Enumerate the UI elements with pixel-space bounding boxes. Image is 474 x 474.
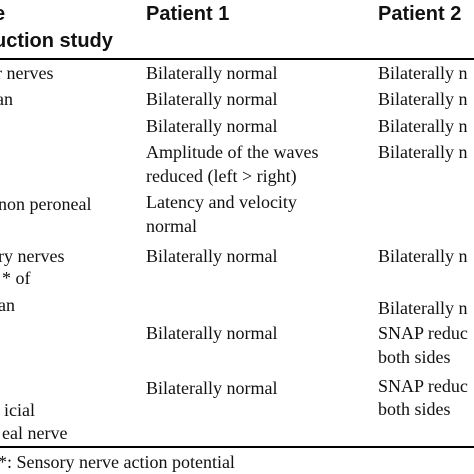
row-label-line2: eal nerve [2,423,68,443]
row-label-line1: ry nerves [0,246,65,266]
patient2-value-line2: both sides [378,399,451,419]
patient2-value: Bilaterally n [378,246,468,266]
row-label: non peroneal [0,194,92,214]
patient1-value-line2: reduced (left > right) [146,166,297,186]
row-label-line2: * of [2,268,31,288]
patient2-value: Bilaterally n [378,298,468,318]
patient2-value-line2: both sides [378,347,451,367]
patient2-value: Bilaterally n [378,63,468,83]
patient1-value: Bilaterally normal [146,89,278,109]
patient2-value: Bilaterally n [378,142,468,162]
column-header-patient1: Patient 1 [146,3,230,25]
row-label: an [0,295,15,315]
patient2-value: Bilaterally n [378,89,468,109]
patient1-value-line1: Amplitude of the waves [146,142,319,162]
row-label-line1: icial [4,400,35,420]
patient1-value-line1: Latency and velocity [146,192,297,212]
patient1-value: Bilaterally normal [146,378,278,398]
patient2-value: Bilaterally n [378,116,468,136]
table-bottom-rule [0,446,474,448]
column-header-patient2: Patient 2 [378,3,462,25]
column-header-study-line2: uction study [0,30,113,52]
patient1-value: Bilaterally normal [146,116,278,136]
patient1-value: Bilaterally normal [146,323,278,343]
row-label: an [0,89,13,109]
patient2-value-line1: SNAP reduc [378,376,468,396]
header-bottom-rule [0,58,474,60]
column-header-study-line1: e [0,3,5,26]
patient2-value-line1: SNAP reduc [378,323,468,343]
footnote: *: Sensory nerve action potential [0,452,235,472]
row-label: r nerves [0,63,54,83]
patient1-value: Bilaterally normal [146,63,278,83]
patient1-value-line2: normal [146,216,197,236]
patient1-value: Bilaterally normal [146,246,278,266]
